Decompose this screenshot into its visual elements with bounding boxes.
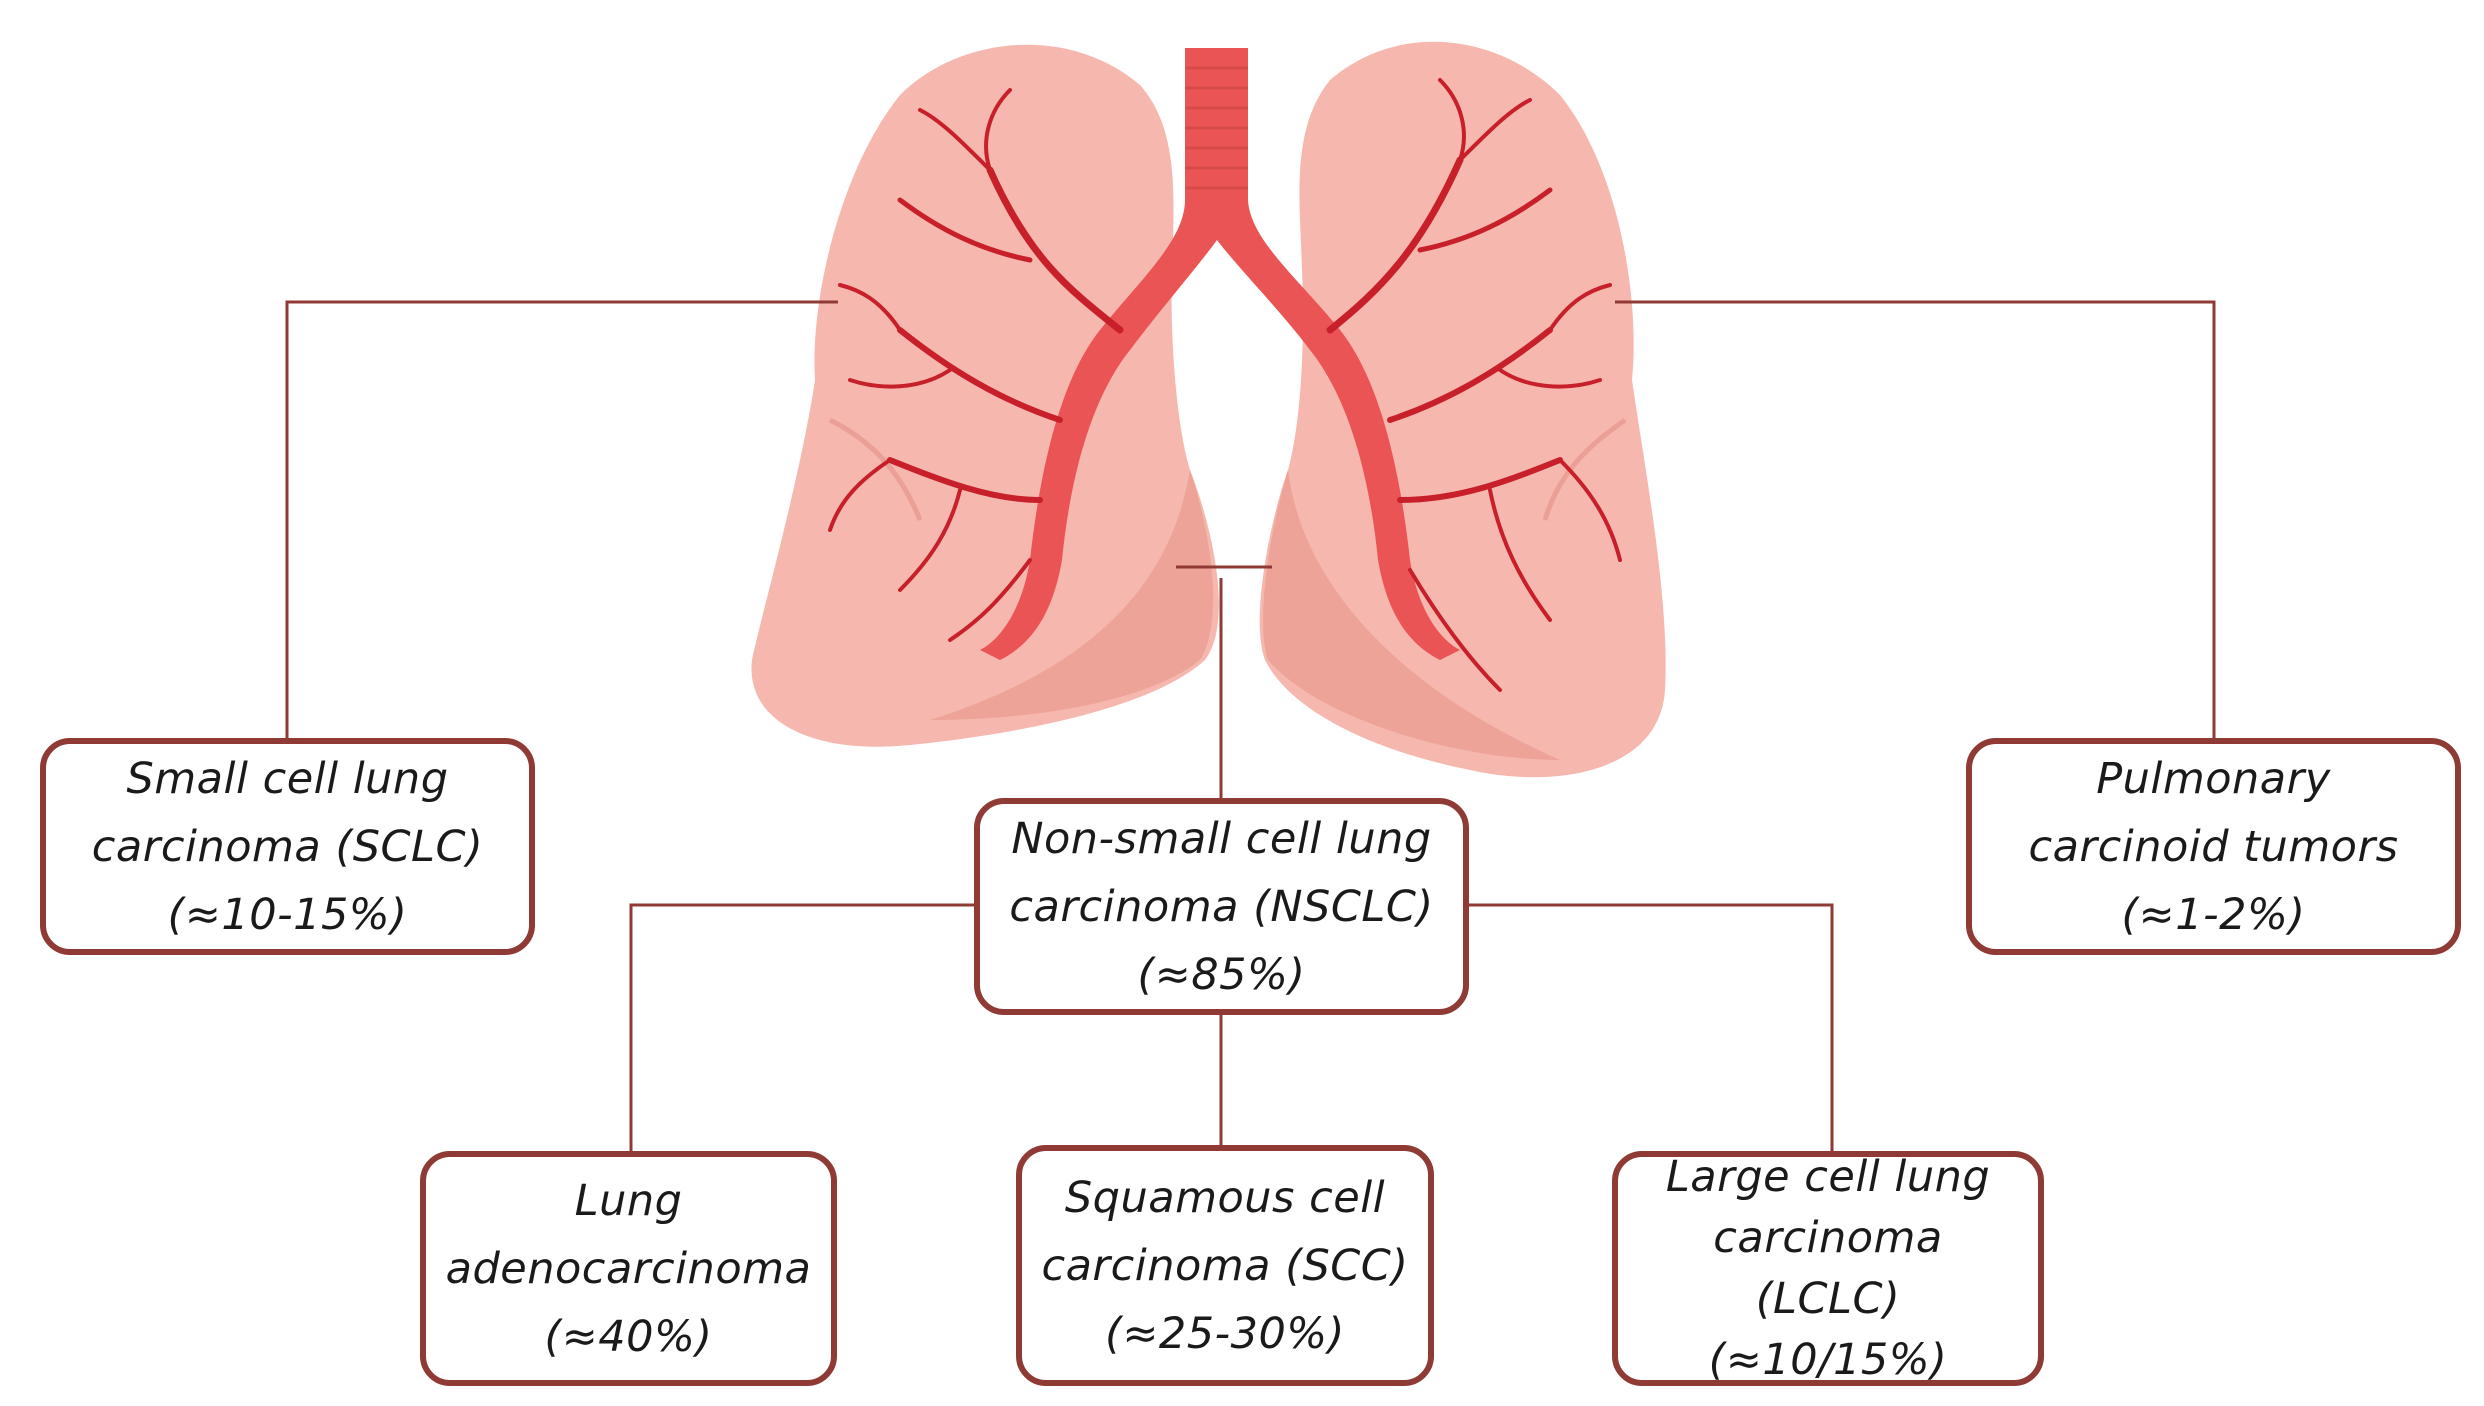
node-nsclc-line-2: carcinoma (NSCLC) [1009,881,1434,932]
connector-pulmonary-carcinoid [1615,300,2216,738]
node-adenocarcinoma-line-2: adenocarcinoma [445,1243,812,1294]
node-pulmonary-carcinoid-line-2: carcinoid tumors [2028,821,2399,872]
node-pulmonary-carcinoid: Pulmonary carcinoid tumors (≈1-2%) [1966,738,2461,955]
node-adenocarcinoma-line-1: Lung [574,1175,683,1226]
node-scc-line-1: Squamous cell [1064,1172,1386,1223]
node-lclc-line-1: Large cell lung [1665,1151,1991,1202]
node-lclc: Large cell lung carcinoma (LCLC) (≈10/15… [1612,1151,2044,1386]
node-sclc: Small cell lung carcinoma (SCLC) (≈10-15… [40,738,535,955]
connector-sclc [285,300,838,738]
node-sclc-line-2: carcinoma (SCLC) [91,821,484,872]
connectors [285,300,2216,1151]
connector-adenocarcinoma [629,903,974,1151]
node-lclc-line-2: carcinoma [1713,1212,1943,1263]
node-scc-line-3: (≈25-30%) [1105,1308,1345,1359]
node-scc: Squamous cell carcinoma (SCC) (≈25-30%) [1016,1145,1434,1386]
node-nsclc-line-1: Non-small cell lung [1011,813,1432,864]
node-adenocarcinoma: Lung adenocarcinoma (≈40%) [420,1151,837,1386]
node-sclc-line-3: (≈10-15%) [167,889,408,940]
lungs-icon [751,41,1666,778]
connector-lclc [1469,903,1834,1151]
node-pulmonary-carcinoid-line-1: Pulmonary [2096,753,2331,804]
node-pulmonary-carcinoid-line-3: (≈1-2%) [2121,889,2306,940]
node-sclc-line-1: Small cell lung [126,753,449,804]
node-lclc-line-3: (LCLC) [1755,1273,1901,1324]
node-nsclc-line-3: (≈85%) [1137,949,1306,1000]
node-scc-line-2: carcinoma (SCC) [1041,1240,1409,1291]
node-adenocarcinoma-line-3: (≈40%) [544,1311,713,1362]
node-nsclc: Non-small cell lung carcinoma (NSCLC) (≈… [974,798,1469,1015]
node-lclc-line-4: (≈10/15%) [1708,1334,1948,1385]
